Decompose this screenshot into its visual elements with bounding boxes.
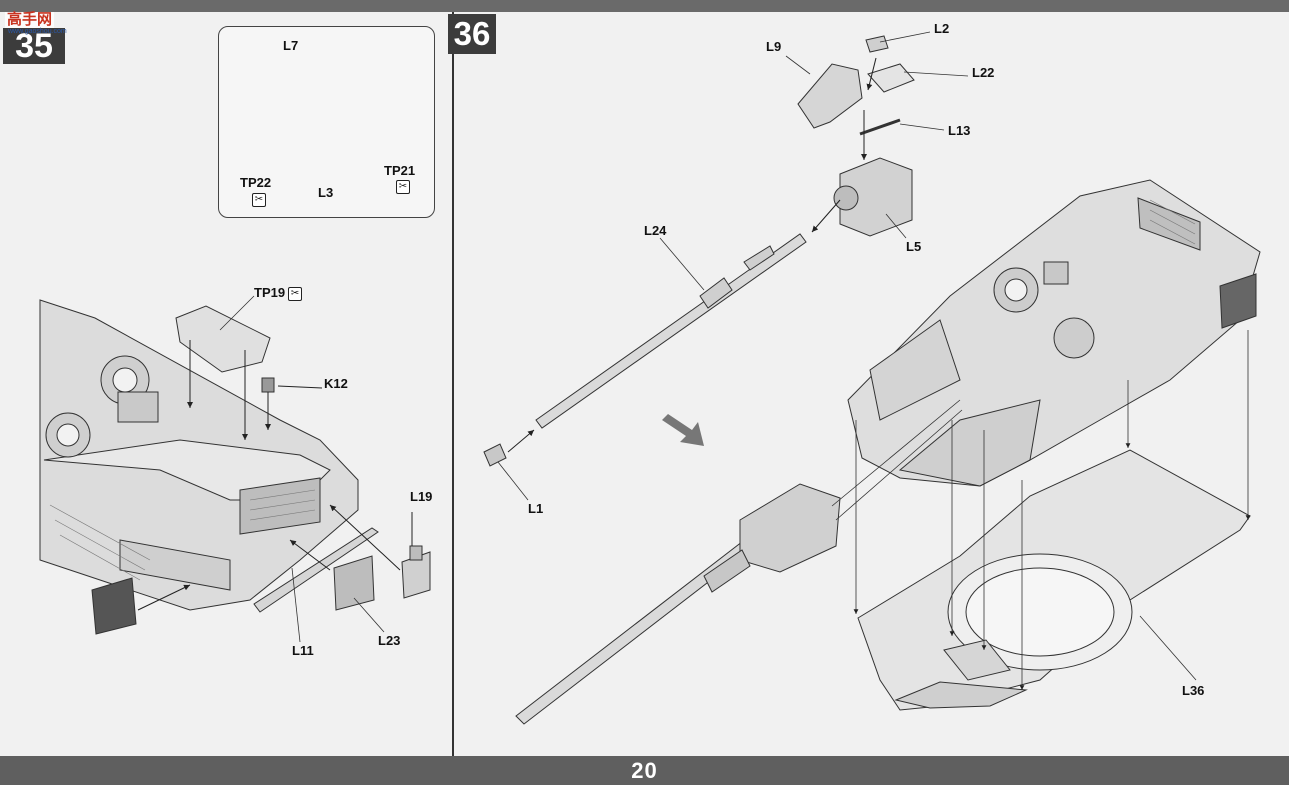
label-l22: L22 bbox=[972, 65, 995, 80]
hull-rear-drawing bbox=[39, 299, 431, 635]
watermark-logo: 高手网 bbox=[5, 11, 55, 28]
label-l24: L24 bbox=[644, 223, 667, 238]
part-l9 bbox=[797, 63, 863, 129]
direction-arrow-icon bbox=[662, 414, 704, 446]
watermark-url: www.gaoshou.com bbox=[8, 28, 67, 35]
label-l19: L19 bbox=[410, 489, 433, 504]
part-l5 bbox=[839, 157, 913, 237]
part-l23 bbox=[333, 555, 375, 611]
label-l2: L2 bbox=[934, 21, 950, 36]
step-divider bbox=[452, 12, 454, 756]
label-l5: L5 bbox=[906, 239, 922, 254]
page-footer: 20 bbox=[0, 756, 1289, 785]
label-l36: L36 bbox=[1182, 683, 1205, 698]
step-number-36: 36 bbox=[448, 14, 496, 54]
label-l11: L11 bbox=[292, 643, 314, 658]
label-l9: L9 bbox=[766, 39, 782, 54]
label-k12: K12 bbox=[324, 376, 348, 391]
part-l13 bbox=[859, 118, 901, 136]
photo-etch-warning-icon: ✂ bbox=[288, 286, 303, 301]
photo-etch-warning-icon: ✂ bbox=[252, 193, 266, 207]
part-l11 bbox=[253, 527, 379, 613]
photo-etch-warning-icon: ✂ bbox=[396, 180, 410, 194]
part-k12 bbox=[261, 377, 275, 393]
label-l3: L3 bbox=[318, 185, 334, 200]
label-tp19: TP19✂ bbox=[254, 285, 303, 301]
label-tp22: TP22 bbox=[240, 175, 272, 190]
part-l2 bbox=[865, 35, 889, 53]
gun-assembly-drawing bbox=[483, 35, 915, 725]
turret-drawing bbox=[831, 179, 1261, 711]
top-bar bbox=[0, 0, 1289, 12]
label-l13: L13 bbox=[948, 123, 971, 138]
assembled-gun bbox=[515, 527, 769, 725]
label-tp21: TP21 bbox=[384, 163, 416, 178]
leader-lines bbox=[219, 31, 1197, 681]
label-l1: L1 bbox=[528, 501, 544, 516]
label-l7: L7 bbox=[283, 38, 299, 53]
label-l23: L23 bbox=[378, 633, 401, 648]
part-l22 bbox=[867, 63, 915, 93]
part-l1 bbox=[483, 443, 507, 467]
label-tp19-text: TP19 bbox=[254, 285, 286, 300]
part-l24 bbox=[535, 233, 807, 429]
page-number: 20 bbox=[631, 757, 658, 783]
part-tp19 bbox=[175, 305, 271, 373]
step-number-35: 35 bbox=[3, 27, 65, 65]
part-rear-box bbox=[91, 577, 137, 635]
